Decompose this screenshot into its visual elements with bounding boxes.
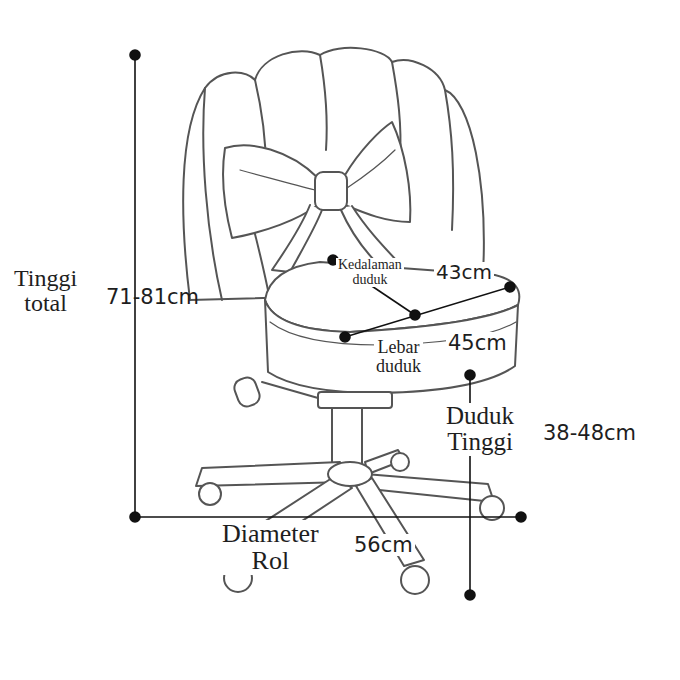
dimension-value: 56cm (352, 534, 415, 556)
dimension-name: Duduk Tinggi (444, 403, 516, 456)
dimension-value: 38-48cm (543, 422, 636, 444)
dimension-value: 71-81cm (106, 286, 199, 308)
dimension-lines (130, 50, 526, 600)
dimension-name: Tinggi total (14, 266, 77, 316)
dimension-name: Diameter Rol (220, 520, 321, 575)
dimension-value: 43cm (434, 262, 494, 283)
dimension-value: 45cm (446, 332, 509, 354)
dimension-name: Kedalaman duduk (336, 258, 404, 287)
dimension-name: Lebar duduk (374, 338, 423, 376)
